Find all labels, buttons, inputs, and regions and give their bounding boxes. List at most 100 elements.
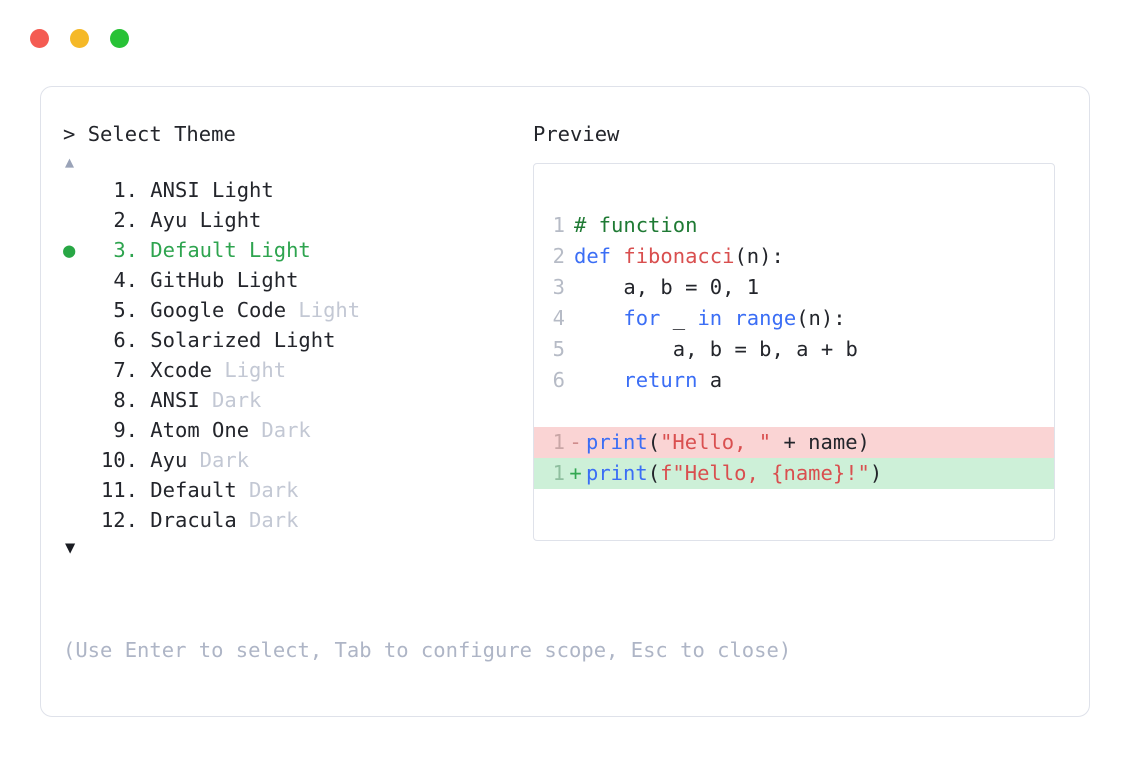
code-line-text: return a <box>565 365 722 396</box>
code-line: 6 return a <box>534 365 1054 396</box>
theme-item-gap <box>286 295 298 325</box>
code-token-plain: ( <box>647 461 661 485</box>
theme-item-name: Ayu <box>150 208 188 232</box>
code-token-str: f"Hello, <box>660 461 772 485</box>
bullet-placeholder <box>63 205 92 235</box>
theme-item-name: Dracula <box>150 508 237 532</box>
page-title: Select Theme <box>87 122 236 146</box>
theme-list-item[interactable]: ●3.Default Light <box>63 235 533 265</box>
keyboard-hint: (Use Enter to select, Tab to configure s… <box>63 638 792 662</box>
theme-item-number: 11. <box>100 478 138 502</box>
code-token-plain <box>722 306 734 330</box>
theme-item-gap <box>187 445 199 475</box>
bullet-placeholder <box>63 325 92 355</box>
theme-item-variant: Light <box>199 208 262 232</box>
maximize-button[interactable] <box>110 29 129 48</box>
theme-item-number: 10. <box>100 448 138 472</box>
preview-title: Preview <box>533 122 620 146</box>
theme-list-item[interactable]: 4.GitHub Light <box>63 265 533 295</box>
theme-item-variant: Light <box>236 268 299 292</box>
theme-list-item[interactable]: 1.ANSI Light <box>63 175 533 205</box>
bullet-placeholder <box>63 355 92 385</box>
code-token-plain: (n): <box>734 244 784 268</box>
theme-picker-card: > Select Theme ▲ 1.ANSI Light 2.Ayu Ligh… <box>40 86 1090 717</box>
theme-item-variant: Light <box>298 298 361 322</box>
theme-item-variant: Dark <box>249 478 299 502</box>
bullet-placeholder <box>63 295 92 325</box>
code-line-text: for _ in range(n): <box>565 303 845 334</box>
theme-item-gap <box>237 475 249 505</box>
theme-item-gap <box>200 385 212 415</box>
code-token-key: return <box>623 368 698 392</box>
diff-line-text: print(f"Hello, {name}!") <box>586 458 882 489</box>
theme-list-item[interactable]: 2. Ayu Light <box>63 205 533 235</box>
bullet-placeholder <box>63 265 92 295</box>
theme-item-gap <box>187 205 199 235</box>
code-token-builtin: print <box>586 430 648 454</box>
theme-item-number: 6. <box>113 328 138 352</box>
theme-item-variant: Dark <box>212 388 262 412</box>
theme-item-name: Google Code <box>150 298 287 322</box>
code-token-plain <box>574 306 623 330</box>
theme-item-gap <box>261 325 273 355</box>
theme-item-number: 5. <box>113 298 138 322</box>
theme-list-item[interactable]: 11. Default Dark <box>63 475 533 505</box>
theme-item-number: 4. <box>113 268 138 292</box>
theme-list-item[interactable]: 9.Atom One Dark <box>63 415 533 445</box>
theme-item-number: 9. <box>113 418 138 442</box>
theme-item-gap <box>249 415 261 445</box>
code-token-builtin: print <box>586 461 648 485</box>
theme-list-item[interactable]: 12.Dracula Dark <box>63 505 533 535</box>
theme-item-number: 8. <box>113 388 138 412</box>
code-line-text: def fibonacci(n): <box>565 241 784 272</box>
theme-item-name: Ayu <box>150 448 188 472</box>
code-line: 4 for _ in range(n): <box>534 303 1054 334</box>
close-button[interactable] <box>30 29 49 48</box>
code-line-number: 2 <box>552 244 565 268</box>
code-token-builtin: range <box>734 306 797 330</box>
theme-list-item[interactable]: 7.Xcode Light <box>63 355 533 385</box>
theme-item-variant: Light <box>212 178 274 202</box>
diff-line-del: 1-print("Hello, " + name) <box>534 427 1054 458</box>
theme-item-number: 1. <box>113 178 138 202</box>
code-token-fn: fibonacci <box>623 244 735 268</box>
theme-item-name: Xcode <box>150 358 213 382</box>
code-token-plain <box>574 368 623 392</box>
theme-item-gap <box>237 505 249 535</box>
theme-item-variant: Light <box>273 328 336 352</box>
theme-item-name: ANSI <box>150 388 200 412</box>
code-token-plain: ( <box>647 430 661 454</box>
theme-list-item[interactable]: 8. ANSI Dark <box>63 385 533 415</box>
code-line-number: 5 <box>552 337 565 361</box>
code-token-plain: a <box>697 368 723 392</box>
theme-item-gap <box>200 175 212 205</box>
code-token-str: "Hello, " <box>660 430 772 454</box>
code-line-text: # function <box>565 210 697 241</box>
code-line-number: 3 <box>552 275 565 299</box>
scroll-up-icon[interactable]: ▲ <box>65 153 75 171</box>
theme-item-name: Solarized <box>150 328 262 352</box>
bullet-placeholder <box>63 475 92 505</box>
selection-bullet-icon: ● <box>63 238 76 262</box>
theme-list-item[interactable]: 6. Solarized Light <box>63 325 533 355</box>
minimize-button[interactable] <box>70 29 89 48</box>
code-token-key: in <box>697 306 723 330</box>
diff-line-number: 1 <box>552 430 565 454</box>
prompt-marker: > <box>63 122 76 146</box>
theme-item-name: Atom One <box>150 418 250 442</box>
theme-item-name: Default <box>150 478 237 502</box>
theme-list-item[interactable]: 5. Google Code Light <box>63 295 533 325</box>
diff-line-text: print("Hello, " + name) <box>586 427 870 458</box>
theme-list[interactable]: 1.ANSI Light 2.Ayu Light●3.Default Light… <box>63 175 533 535</box>
code-line-number: 4 <box>552 306 565 330</box>
theme-item-gap <box>237 235 249 265</box>
theme-item-variant: Dark <box>199 448 250 472</box>
theme-list-item[interactable]: 10. Ayu Dark <box>63 445 533 475</box>
diff-line-number: 1 <box>552 461 565 485</box>
code-line: 5 a, b = b, a + b <box>534 334 1054 365</box>
code-token-comment: # function <box>574 213 698 237</box>
theme-item-number: 2. <box>113 208 138 232</box>
scroll-down-icon[interactable]: ▼ <box>65 538 76 558</box>
